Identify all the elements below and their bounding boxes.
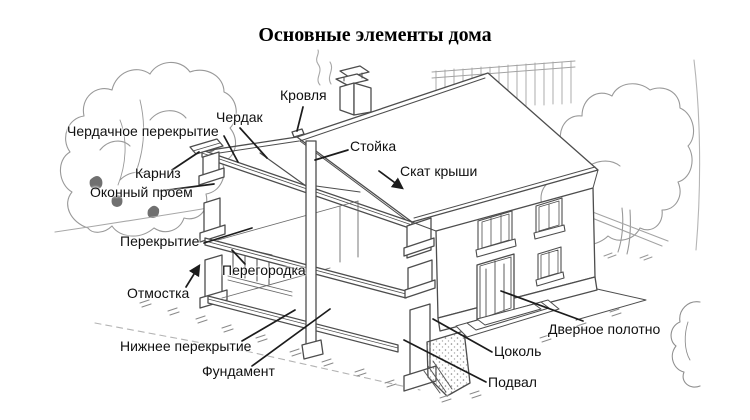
diagram-label-podval: Подвал [488,374,537,390]
diagram-label-cherdak: Чердак [216,109,263,125]
windows [475,197,566,287]
leader-otmostka [185,263,201,288]
leader-stoyka [314,149,349,161]
leader-peregorodka [231,249,246,265]
leader-fundament [251,308,331,367]
king-post [305,140,317,348]
left-wall-window-openings [198,151,228,309]
leader-dvernoe [500,290,584,322]
diagram-label-fundament: Фундамент [202,363,275,379]
basement-wall [423,330,471,397]
leader-perekrytie [203,227,253,244]
cornice [189,138,224,155]
chimney [335,65,372,116]
diagram-label-karniz: Карниз [135,165,181,181]
diagram-label-otmostka: Отмостка [127,285,190,301]
leader-cherdachnoe [223,135,239,163]
diagram-label-stoyka: Стойка [350,138,397,154]
ground [54,207,421,391]
leader-lines [159,106,584,383]
leader-cherdak [239,127,268,159]
diagram-label-peregorodka: Перегородка [222,262,306,278]
diagram-label-okonny: Оконный проем [90,184,193,200]
diagram-label-cherdachnoe: Чердачное перекрытие [67,123,219,139]
diagram-label-krovlya: Кровля [280,87,327,103]
bush [670,301,701,388]
leader-podval [403,339,487,383]
leader-krovlya [296,106,304,132]
diagram-label-nizhnee: Нижнее перекрытие [120,338,252,354]
diagram-label-perekrytie: Перекрытие [120,233,200,249]
front-ground-hatches [289,308,622,403]
leader-karniz [171,151,200,171]
page-title: Основные элементы дома [258,24,492,46]
leader-tsokol [432,318,493,353]
diagram-label-dvernoe: Дверное полотно [548,321,661,337]
porch-steps [455,299,560,338]
smoke [316,49,333,86]
cutaway-wall-blocks [403,217,437,392]
diagram-label-skat: Скат крыши [400,163,478,179]
leader-nizhnee [241,309,296,342]
diagram-label-tsokol: Цоколь [494,343,542,359]
leader-okonny [159,183,215,192]
terrace-ground-lines [575,288,647,321]
leader-skat [378,170,404,190]
